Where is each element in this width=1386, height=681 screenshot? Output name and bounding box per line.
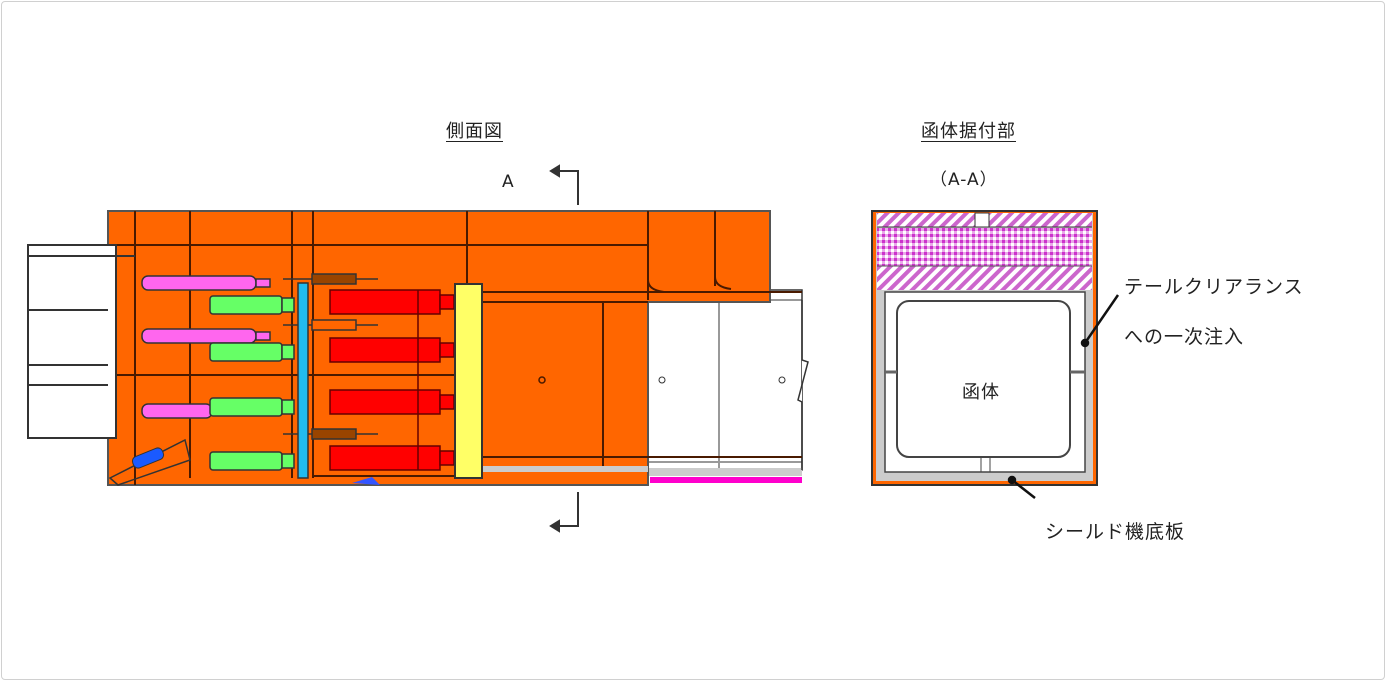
section-arrow-top: [549, 164, 579, 205]
box-culvert: [896, 300, 1071, 458]
leader-line-tail-clearance: [1080, 294, 1120, 348]
box-segments: [647, 289, 809, 483]
section-view-title: 函体据付部: [921, 121, 1016, 142]
box-culvert-label: 函体: [962, 382, 1000, 403]
magenta-strip: [650, 477, 802, 483]
shield-jacks: [329, 289, 455, 471]
tail-box: [27, 244, 135, 439]
green-cylinders: [209, 295, 295, 471]
blue-pipe: [108, 438, 191, 486]
annotation-tail-clearance-line2: への一次注入: [1124, 326, 1245, 348]
side-view-drawing: [27, 164, 809, 533]
section-mark-label: A: [502, 172, 515, 192]
side-view-title: 側面図: [446, 121, 503, 142]
leader-line-bottom-plate: [1007, 475, 1036, 499]
pink-cylinders: [141, 275, 271, 419]
annotation-bottom-plate: シールド機底板: [1045, 521, 1186, 543]
section-arrow-bottom: [549, 492, 579, 533]
annotation-tail-clearance-line1: テールクリアランス: [1124, 276, 1304, 298]
section-view-subtitle: （A-A）: [930, 170, 998, 190]
section-view-drawing: [871, 210, 1120, 499]
blue-bar: [297, 282, 309, 479]
yellow-ring: [454, 283, 483, 479]
